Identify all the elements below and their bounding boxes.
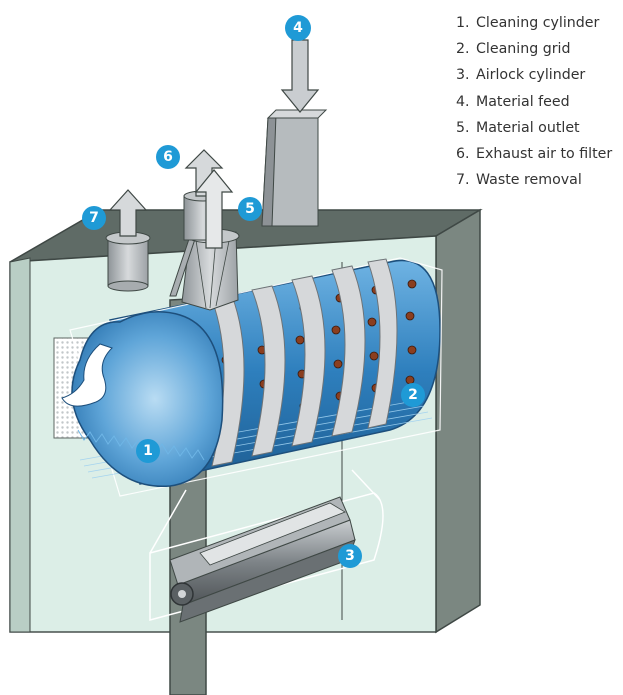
marker-1: 1 — [136, 439, 160, 463]
legend-label: Airlock cylinder — [476, 67, 586, 84]
legend-item-material-outlet: 5. Material outlet — [456, 115, 612, 141]
legend-number: 5. — [456, 119, 470, 136]
marker-6: 6 — [156, 145, 180, 169]
legend-label: Waste removal — [476, 172, 582, 189]
legend-label: Cleaning cylinder — [476, 15, 600, 31]
legend-number: 1. — [456, 15, 470, 31]
legend-item-cleaning-cylinder: 1. Cleaning cylinder — [456, 10, 612, 36]
legend: 1. Cleaning cylinder 2. Cleaning grid 3. Ai… — [456, 10, 612, 193]
waste-duct — [105, 231, 151, 292]
housing-side — [435, 208, 481, 634]
legend-number: 7. — [456, 172, 470, 189]
outlet-arrow-up-icon — [194, 169, 234, 249]
airlock-cylinder — [149, 492, 384, 623]
legend-item-waste-removal: 7. Waste removal — [456, 167, 612, 193]
legend-label: Exhaust air to filter — [476, 146, 613, 163]
svg-text:7: 7 — [89, 210, 99, 226]
airlock-funnel — [149, 469, 381, 554]
legend-label: Material feed — [476, 93, 570, 110]
svg-text:3: 3 — [345, 548, 355, 564]
housing-left-edge — [9, 257, 31, 633]
svg-text:1: 1 — [143, 443, 153, 459]
legend-label: Material outlet — [476, 119, 580, 136]
legend-item-material-feed: 4. Material feed — [456, 89, 612, 115]
legend-number: 4. — [456, 93, 470, 110]
svg-text:6: 6 — [163, 149, 173, 165]
feed-arrow-down-icon — [280, 39, 320, 113]
svg-text:4: 4 — [293, 20, 303, 36]
svg-text:5: 5 — [245, 201, 255, 217]
legend-number: 2. — [456, 41, 470, 58]
svg-text:2: 2 — [408, 387, 418, 403]
marker-5: 5 — [238, 197, 262, 221]
legend-number: 3. — [456, 67, 470, 84]
marker-4: 4 — [285, 15, 311, 41]
drum-bands — [211, 258, 398, 467]
legend-label: Cleaning grid — [476, 41, 571, 58]
marker-3: 3 — [338, 544, 362, 568]
marker-7: 7 — [82, 206, 106, 230]
material-feed-chute — [261, 109, 328, 227]
waste-arrow-up-icon — [108, 189, 148, 237]
legend-item-airlock-cylinder: 3. Airlock cylinder — [456, 62, 612, 88]
drum-face — [61, 311, 224, 488]
legend-number: 6. — [456, 146, 470, 163]
legend-item-exhaust-air: 6. Exhaust air to filter — [456, 141, 612, 167]
legend-item-cleaning-grid: 2. Cleaning grid — [456, 36, 612, 62]
marker-2: 2 — [401, 383, 425, 407]
